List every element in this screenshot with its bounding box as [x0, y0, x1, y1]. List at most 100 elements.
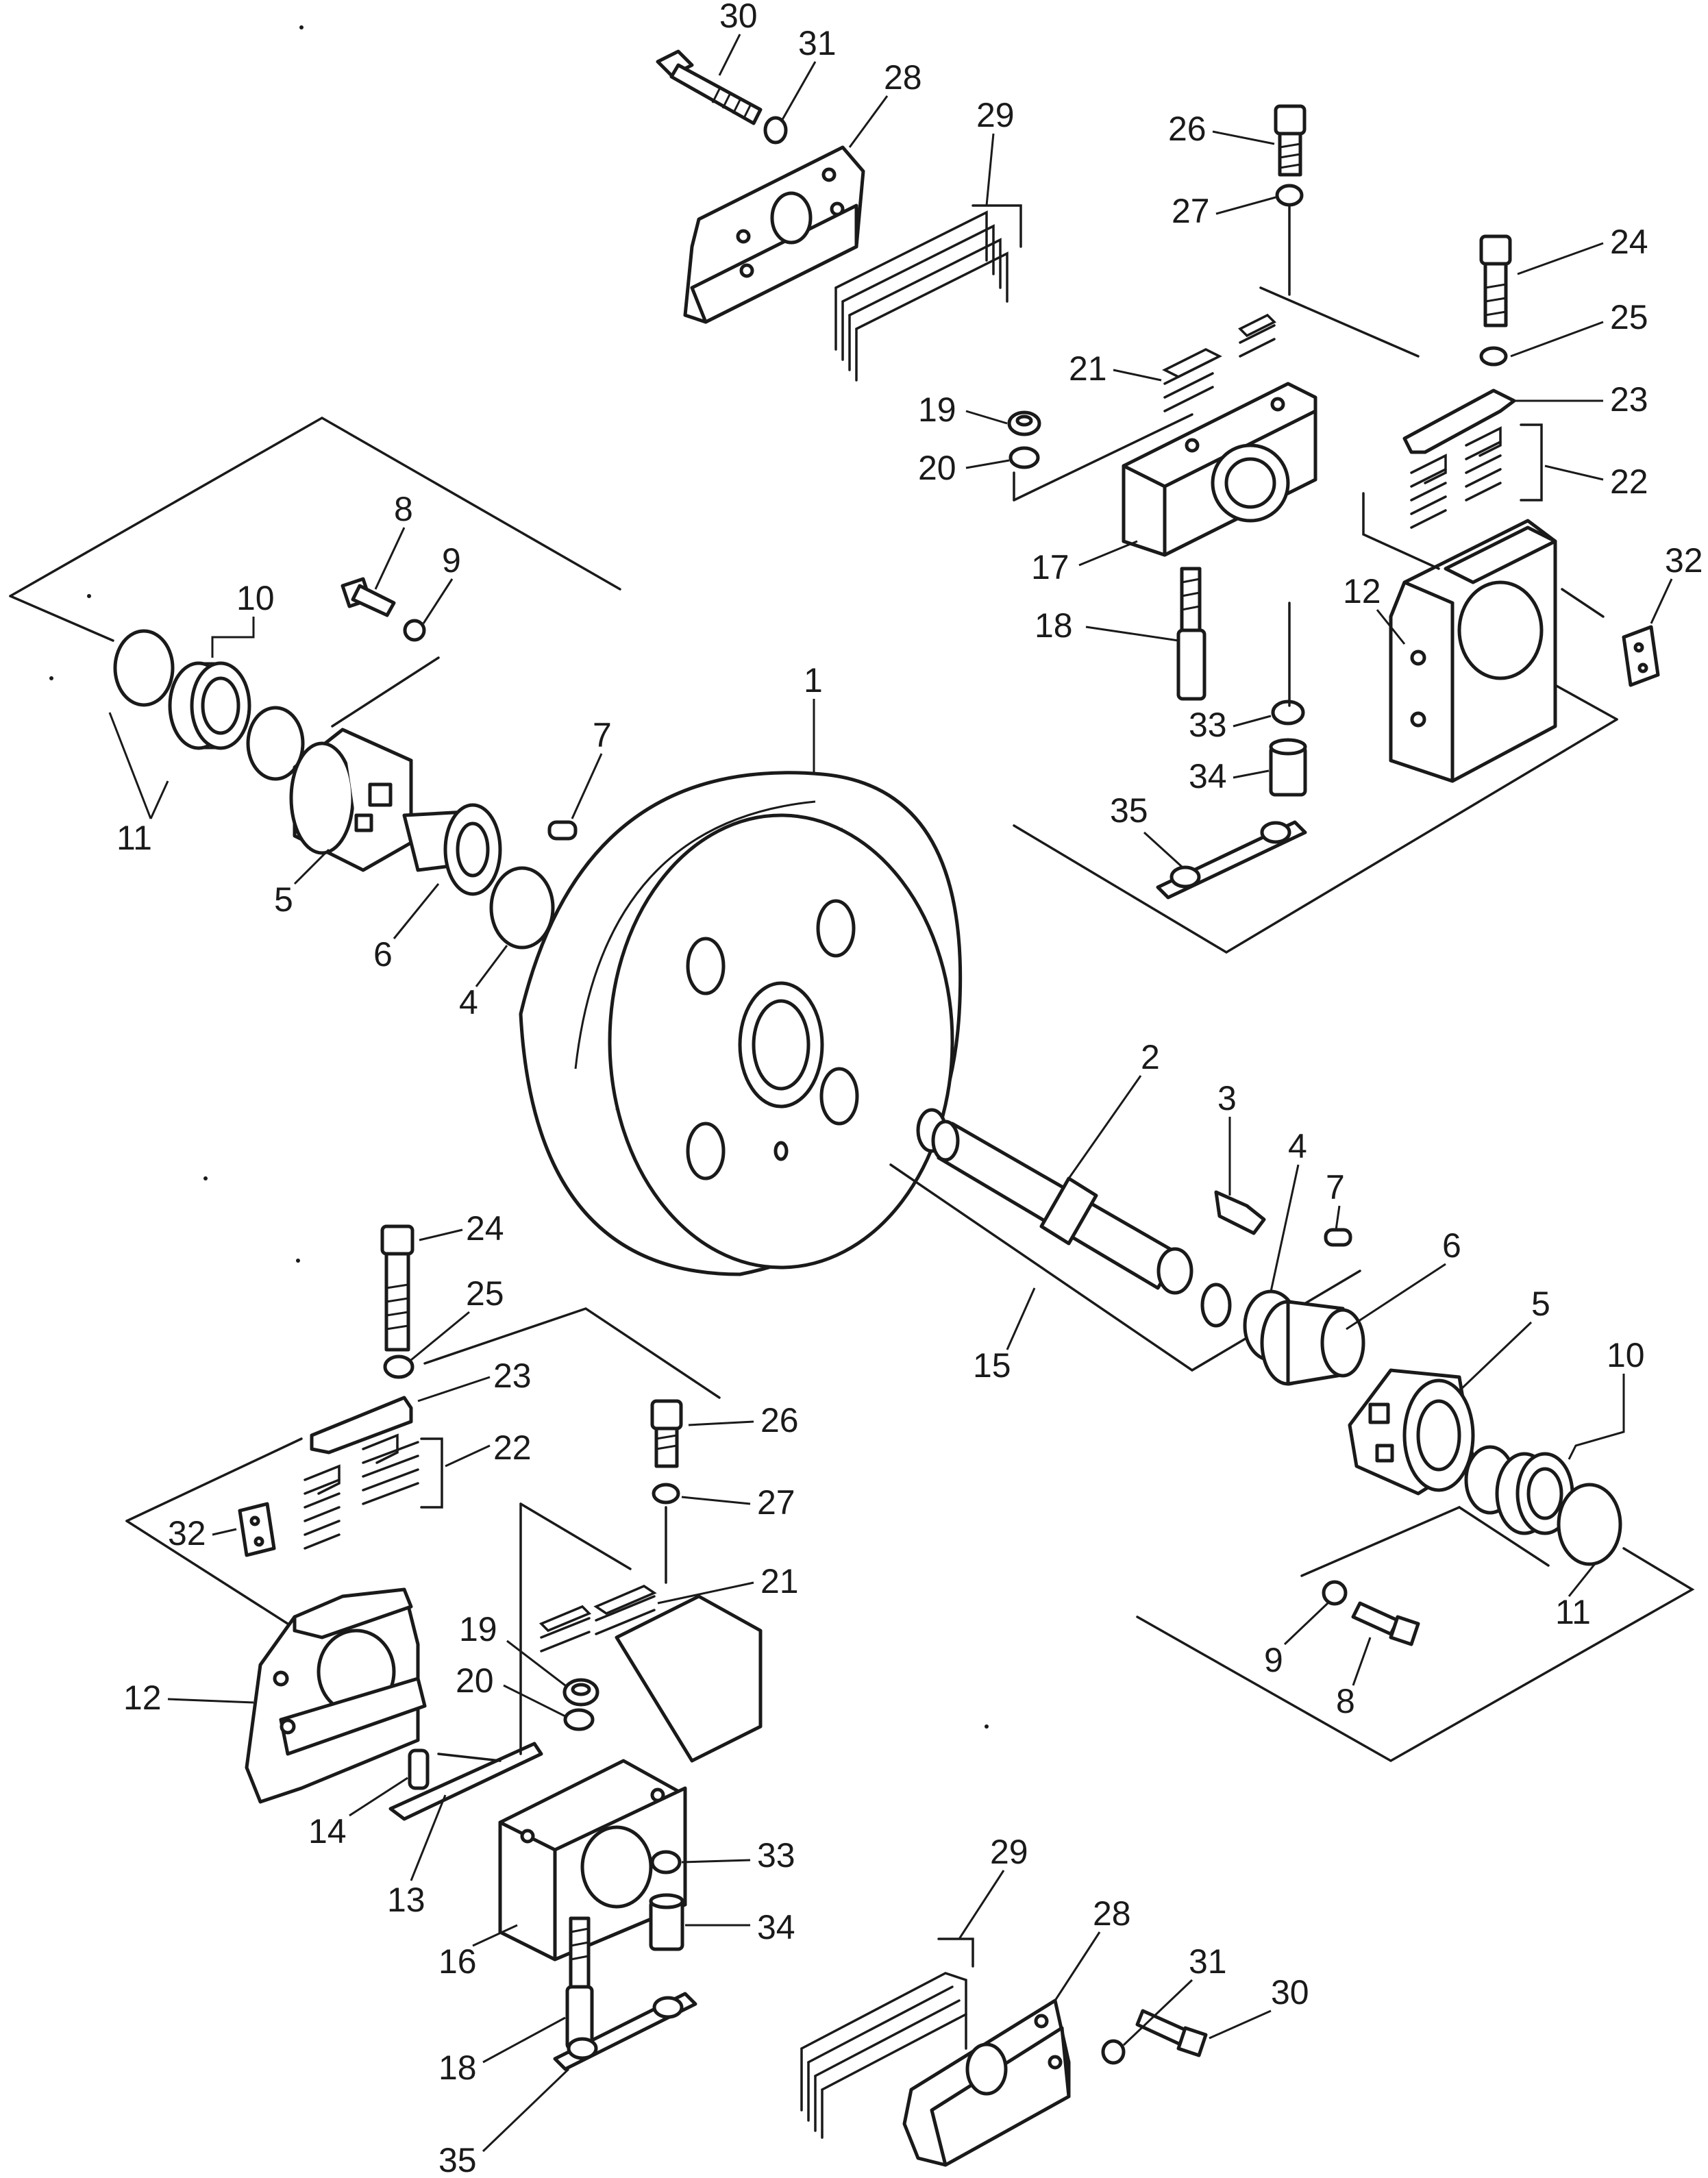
- callout-33-lower: 33: [757, 1836, 795, 1874]
- callout-14-lower: 14: [308, 1812, 347, 1851]
- seal-10-upper: [168, 661, 251, 750]
- callout-19-top: 19: [918, 391, 956, 429]
- callout-20-top: 20: [918, 449, 956, 487]
- group-line-13-lower: [437, 1753, 502, 1762]
- idler-wheel-1: [519, 771, 963, 1276]
- callout-10-right: 10: [1607, 1336, 1645, 1374]
- group-line-top-5: [1554, 684, 1618, 721]
- callout-9-right: 9: [1264, 1641, 1283, 1679]
- washer-27-top: [1275, 184, 1304, 207]
- leader-9-right: [1300, 1506, 1461, 1577]
- bolt-3-center: [1214, 1190, 1266, 1235]
- callout-25-top: 25: [1610, 298, 1648, 336]
- group-line-right-bottom: [1136, 1547, 1695, 1763]
- bracket-12-lower: [245, 1587, 427, 1804]
- pin-14-lower: [408, 1748, 430, 1790]
- washer-25-lower: [383, 1354, 414, 1379]
- o-ring-11b-right: [1557, 1483, 1622, 1566]
- callout-4-right: 4: [1288, 1127, 1307, 1165]
- callouts: 30 31 28 29 26 27 24 25 23 22 21 19 20 1…: [108, 0, 1703, 2178]
- pad-32-top-right: [1622, 625, 1660, 687]
- washer-9-upper: [403, 619, 426, 642]
- callout-18-top: 18: [1035, 606, 1073, 645]
- callout-33-top: 33: [1189, 706, 1227, 744]
- plate-23-lower: [310, 1396, 413, 1455]
- bolt-8-right: [1351, 1601, 1420, 1646]
- callout-1: 1: [804, 661, 823, 700]
- callout-23-lower: 23: [493, 1357, 532, 1395]
- callout-25-lower: 25: [466, 1274, 504, 1313]
- callout-5-right: 5: [1531, 1285, 1550, 1323]
- seal-10-right: [1495, 1452, 1574, 1535]
- sleeve-34-top: [1269, 738, 1307, 797]
- bolt-24-top-right: [1479, 234, 1512, 327]
- group-line-top-2: [1362, 492, 1440, 570]
- bearing-block-16-lower: [498, 1594, 763, 1962]
- callout-26-top: 26: [1168, 110, 1206, 148]
- group-line-11-right: [1458, 1506, 1550, 1567]
- o-ring-11b-upper: [246, 706, 305, 781]
- group-line-upper-left-top: [9, 416, 621, 597]
- callout-4-upper: 4: [459, 983, 478, 1022]
- leader-9-upper: [331, 656, 440, 728]
- shims-21-top-right: [1162, 313, 1276, 412]
- washer-25-top-right: [1479, 346, 1508, 367]
- callout-30-lower: 30: [1271, 1973, 1309, 2012]
- callout-26-lower: 26: [760, 1401, 799, 1439]
- plate-35-top: [1156, 820, 1307, 900]
- bolt-30-top: [656, 49, 763, 125]
- shims-29-top: [834, 204, 1022, 382]
- callout-7-right: 7: [1326, 1168, 1345, 1206]
- callout-12-top: 12: [1343, 572, 1381, 610]
- bolt-26-top: [1274, 104, 1307, 177]
- shims-21-lower: [539, 1585, 657, 1653]
- callout-6-upper: 6: [373, 935, 393, 974]
- housing-5-upper: [289, 728, 413, 872]
- callout-32-top: 32: [1665, 541, 1703, 580]
- callout-11-right: 11: [1555, 1593, 1591, 1631]
- shims-22-top-right: [1410, 423, 1543, 529]
- callout-11-upper: 11: [116, 819, 152, 857]
- bolt-24-lower: [380, 1224, 414, 1352]
- callout-13-lower: 13: [387, 1881, 425, 1919]
- washer-31-top: [763, 116, 788, 145]
- callout-21-top: 21: [1069, 349, 1107, 388]
- washer-31-lower: [1101, 2039, 1126, 2065]
- callout-3: 3: [1217, 1079, 1237, 1117]
- callout-8-right: 8: [1336, 1682, 1355, 1720]
- o-ring-11a-upper: [113, 629, 175, 707]
- callout-20-lower: 20: [456, 1661, 494, 1700]
- shims-29-lower: [800, 1938, 974, 2139]
- housing-5-right: [1348, 1368, 1475, 1496]
- cap-33-lower: [650, 1850, 682, 1874]
- collar-6-upper: [402, 803, 502, 896]
- callout-23-top: 23: [1610, 380, 1648, 419]
- bolt-30-lower: [1135, 2009, 1208, 2057]
- washer-9-right: [1322, 1580, 1348, 1606]
- group-line-top-3: [1561, 588, 1605, 618]
- callout-22-lower: 22: [493, 1428, 532, 1467]
- bolt-26-lower: [650, 1399, 683, 1468]
- callout-2: 2: [1141, 1038, 1160, 1076]
- pin-7-right: [1324, 1228, 1352, 1247]
- group-line-25-lower: [423, 1307, 721, 1399]
- callout-29-top: 29: [976, 96, 1015, 134]
- callout-35-top: 35: [1110, 791, 1148, 830]
- plate-35-lower: [553, 1992, 697, 2071]
- callout-35-lower: 35: [438, 2141, 477, 2178]
- washer-27-lower: [652, 1483, 680, 1505]
- group-line-upper-left-side: [9, 595, 114, 642]
- callout-19-lower: 19: [459, 1610, 497, 1648]
- callout-12-lower: 12: [123, 1679, 162, 1717]
- washer-20-top: [1008, 446, 1040, 469]
- group-line-top-4: [1013, 718, 1618, 954]
- cap-33-top: [1271, 700, 1305, 726]
- cover-plate-28-top: [683, 145, 865, 324]
- callout-15: 15: [973, 1346, 1011, 1385]
- plate-13-lower: [388, 1742, 543, 1821]
- scan-dots: [49, 25, 989, 1729]
- washer-20-lower: [563, 1708, 595, 1731]
- pin-18-lower: [565, 1916, 594, 2051]
